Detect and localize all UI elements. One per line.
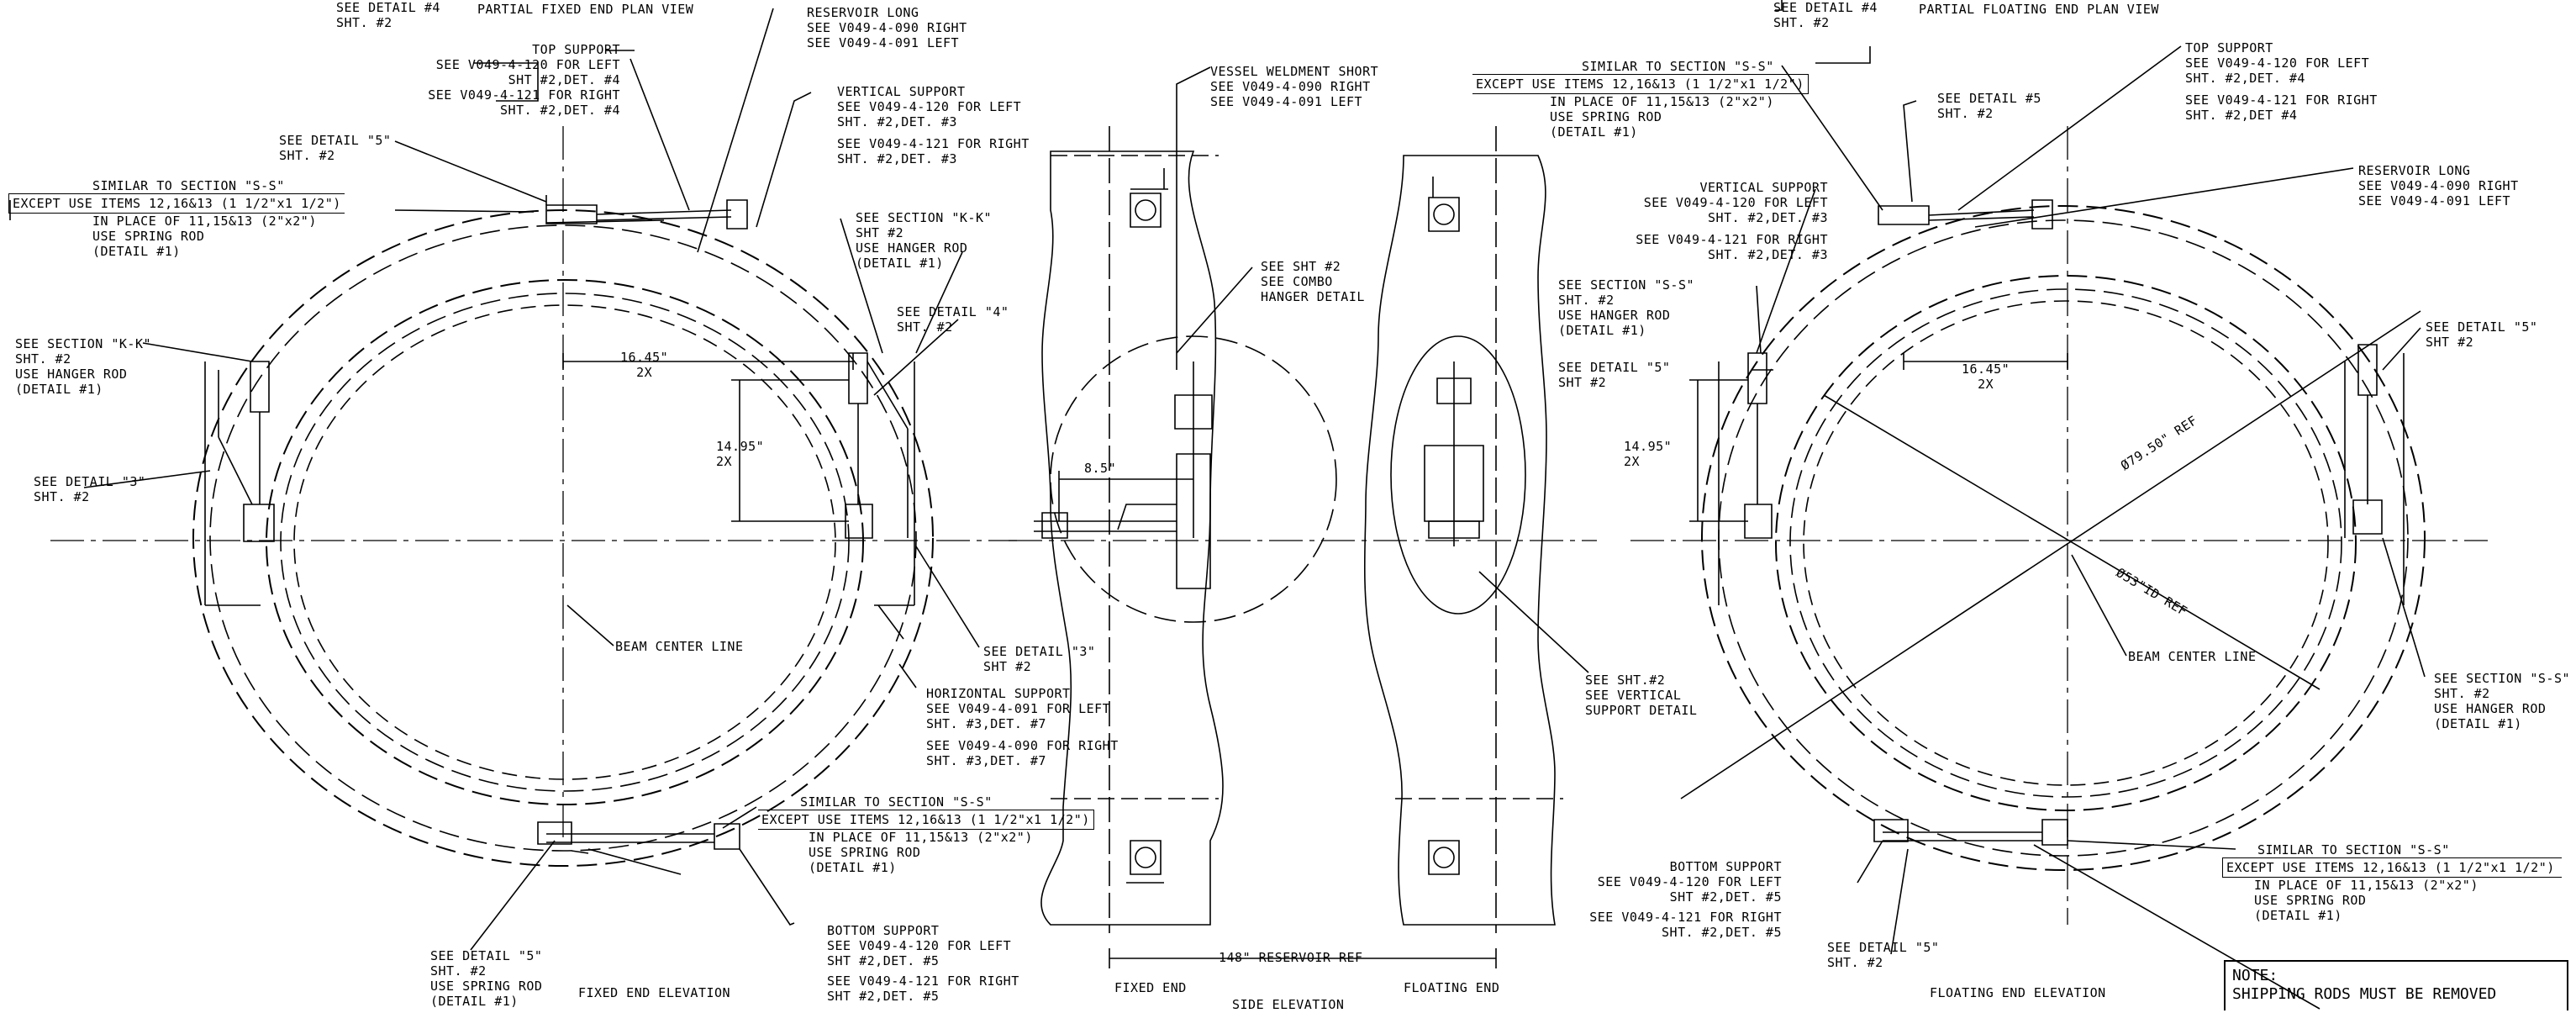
right-similar-bottom: SIMILAR TO SECTION "S-S"EXCEPT USE ITEMS… bbox=[2222, 842, 2562, 923]
side-dim-85: 8.5" bbox=[1084, 461, 1117, 476]
left-detail3-left: SEE DETAIL "3"SHT. #2 bbox=[34, 474, 146, 504]
right-detail5-mid: SEE DETAIL "5"SHT #2 bbox=[1558, 360, 1671, 390]
right-beam-center: BEAM CENTER LINE bbox=[2128, 649, 2257, 664]
side-reservoir-ref: 148" RESERVOIR REF bbox=[1219, 950, 1363, 965]
left-similar-top: SIMILAR TO SECTION "S-S"EXCEPT USE ITEMS… bbox=[8, 178, 345, 259]
right-similar-top: SIMILAR TO SECTION "S-S"EXCEPT USE ITEMS… bbox=[1472, 59, 1809, 140]
left-dim-1495: 14.95"2X bbox=[716, 439, 765, 469]
right-dim-1495: 14.95"2X bbox=[1624, 439, 1673, 469]
right-view-title: FLOATING END ELEVATION bbox=[1930, 985, 2106, 1000]
left-view-title: FIXED END ELEVATION bbox=[578, 985, 731, 1000]
left-dim-1645: 16.45"2X bbox=[620, 350, 669, 380]
side-elevation-view bbox=[1009, 67, 1597, 968]
floating-end-elevation-view bbox=[1630, 0, 2488, 1009]
left-similar-bottom: SIMILAR TO SECTION "S-S"EXCEPT USE ITEMS… bbox=[758, 794, 1094, 875]
left-detail4: SEE DETAIL "4"SHT. #2 bbox=[897, 304, 1009, 335]
right-detail5-right: SEE DETAIL "5"SHT #2 bbox=[2426, 319, 2538, 350]
left-beam-center: BEAM CENTER LINE bbox=[615, 639, 744, 654]
right-plan-title: PARTIAL FLOATING END PLAN VIEW bbox=[1919, 2, 2159, 17]
side-fixed-end: FIXED END bbox=[1114, 980, 1187, 995]
left-detail5-top: SEE DETAIL "5"SHT. #2 bbox=[279, 133, 392, 163]
shipping-note: NOTE:SHIPPING RODS MUST BE REMOVED bbox=[2224, 960, 2568, 1010]
left-detail3-right: SEE DETAIL "3"SHT #2 bbox=[983, 644, 1096, 674]
side-view-title: SIDE ELEVATION bbox=[1232, 997, 1345, 1012]
fixed-end-elevation-view bbox=[10, 8, 1017, 950]
right-dim-1645: 16.45"2X bbox=[1962, 361, 2010, 392]
side-floating-end: FLOATING END bbox=[1404, 980, 1500, 995]
left-plan-title: PARTIAL FIXED END PLAN VIEW bbox=[477, 2, 694, 17]
right-detail5-bottom: SEE DETAIL "5"SHT. #2 bbox=[1827, 940, 1940, 970]
